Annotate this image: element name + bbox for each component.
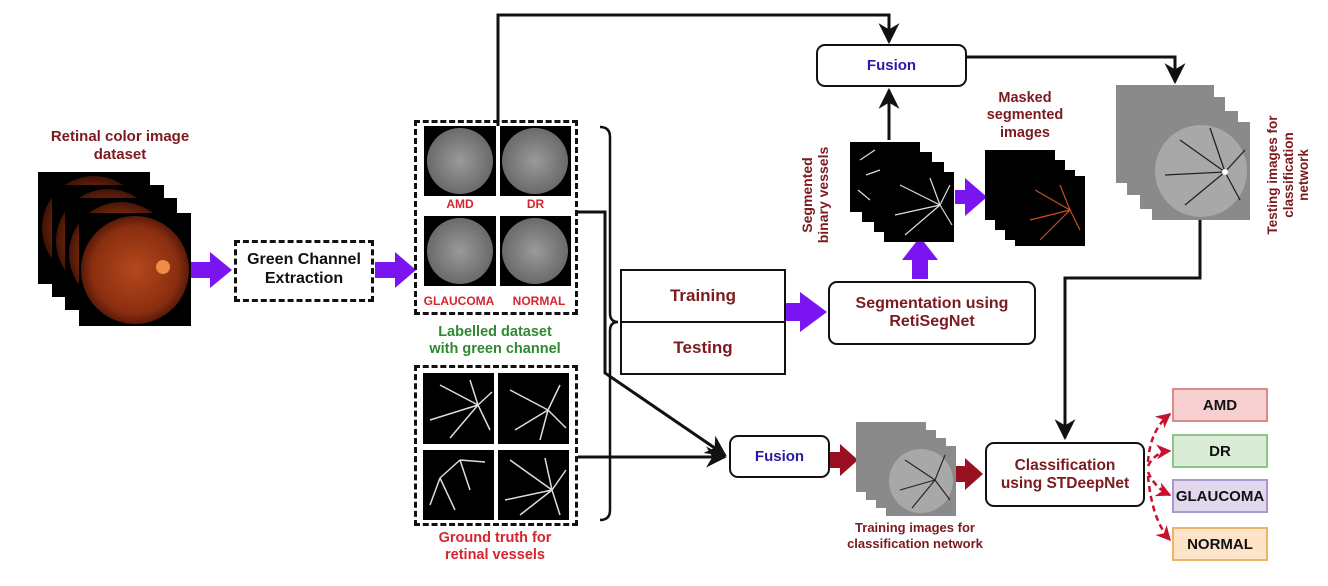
connector-to-glaucoma [1146,471,1172,497]
testing-images-line1: Testing images for [1265,115,1280,235]
fusion-top-box: Fusion [816,44,967,87]
testing-images-line3: network [1296,149,1312,201]
ground-truth-line1: Ground truth for [438,530,552,546]
output-amd: AMD [1172,388,1268,422]
output-normal-label: NORMAL [1187,535,1253,553]
ground-truth-thumbnails [423,373,569,520]
input-title-line1: Retinal color image [50,128,190,145]
green-channel-thumbnails [424,126,571,286]
segmentation-box: Segmentation using RetiSegNet [828,281,1036,345]
training-images-caption: Training images for classification netwo… [825,520,1005,551]
segmented-binary-line1: Segmented [799,157,815,233]
class-label-dr: DR [526,197,545,211]
fusion-bottom-label: Fusion [754,448,805,465]
class-label-glaucoma: GLAUCOMA [423,294,495,308]
masked-line1: Masked [998,90,1052,106]
training-box: Training [620,269,786,323]
segmented-binary-label: Segmented binary vessels [799,135,837,255]
flow-arrow-6 [830,444,858,476]
labelled-dataset-box [414,120,578,315]
classification-line2: using STDeepNet [1000,474,1130,492]
input-dataset-title: Retinal color image dataset [30,128,210,164]
output-dr-label: DR [1209,442,1231,460]
labelled-dataset-caption: Labelled dataset with green channel [410,324,580,359]
training-label: Training [669,286,737,305]
green-channel-extraction-label: Green Channel Extraction [234,250,374,288]
class-label-amd: AMD [446,197,474,211]
flow-arrow-4 [902,237,938,279]
testing-images-line2: classification [1280,132,1296,218]
class-label-normal: NORMAL [512,294,566,308]
segmented-binary-stack [850,142,954,242]
training-images-line2: classification network [847,535,983,551]
output-glaucoma-label: GLAUCOMA [1175,487,1265,505]
segmentation-line2: RetiSegNet [889,313,975,330]
labelled-caption-line1: Labelled dataset [438,324,552,340]
output-dr: DR [1172,434,1268,468]
fusion-bottom-box: Fusion [729,435,830,478]
masked-line2: segmented [986,107,1064,124]
split-bracket [599,125,619,522]
flow-arrow-7 [955,458,983,490]
training-image-stack [856,422,956,516]
testing-images-label: Testing images for classification networ… [1265,100,1315,250]
classification-box: Classification using STDeepNet [985,442,1145,507]
flow-arrow-3 [785,292,827,332]
output-glaucoma: GLAUCOMA [1172,479,1268,513]
labelled-caption-line2: with green channel [429,341,561,358]
masked-images-label: Masked segmented images [975,90,1075,142]
green-channel-extraction-box [234,240,374,302]
ground-truth-caption: Ground truth for retinal vessels [410,530,580,565]
testing-label: Testing [673,338,733,357]
segmentation-line1: Segmentation using [855,295,1009,312]
masked-line3: images [1000,124,1050,141]
connector-dataset-to-fusion-bottom [578,210,727,457]
flow-arrow-2 [375,252,416,288]
ground-truth-box [414,365,578,526]
connector-testing-to-classification [1054,220,1202,441]
classification-line1: Classification [1014,456,1116,474]
connector-to-normal [1146,475,1172,542]
green-channel-line1: Green Channel [247,251,361,268]
training-images-line1: Training images for [855,520,975,535]
connector-fusion-to-testing-images [966,55,1186,85]
output-amd-label: AMD [1202,396,1238,414]
fusion-top-label: Fusion [866,57,917,74]
color-image-stack [38,172,191,326]
connector-to-dr [1146,444,1172,467]
segmented-binary-line2: binary vessels [815,146,832,244]
green-channel-line2: Extraction [264,270,344,288]
testing-box: Testing [620,321,786,375]
connector-to-amd [1146,413,1172,463]
flow-arrow-1 [191,252,232,288]
connector-dataset-to-fusion-top [496,13,900,126]
masked-image-stack [985,150,1085,246]
flow-arrow-5 [955,178,987,216]
ground-truth-line2: retinal vessels [445,547,545,564]
testing-image-stack [1116,85,1250,220]
output-normal: NORMAL [1172,527,1268,561]
input-title-line2: dataset [93,146,147,163]
